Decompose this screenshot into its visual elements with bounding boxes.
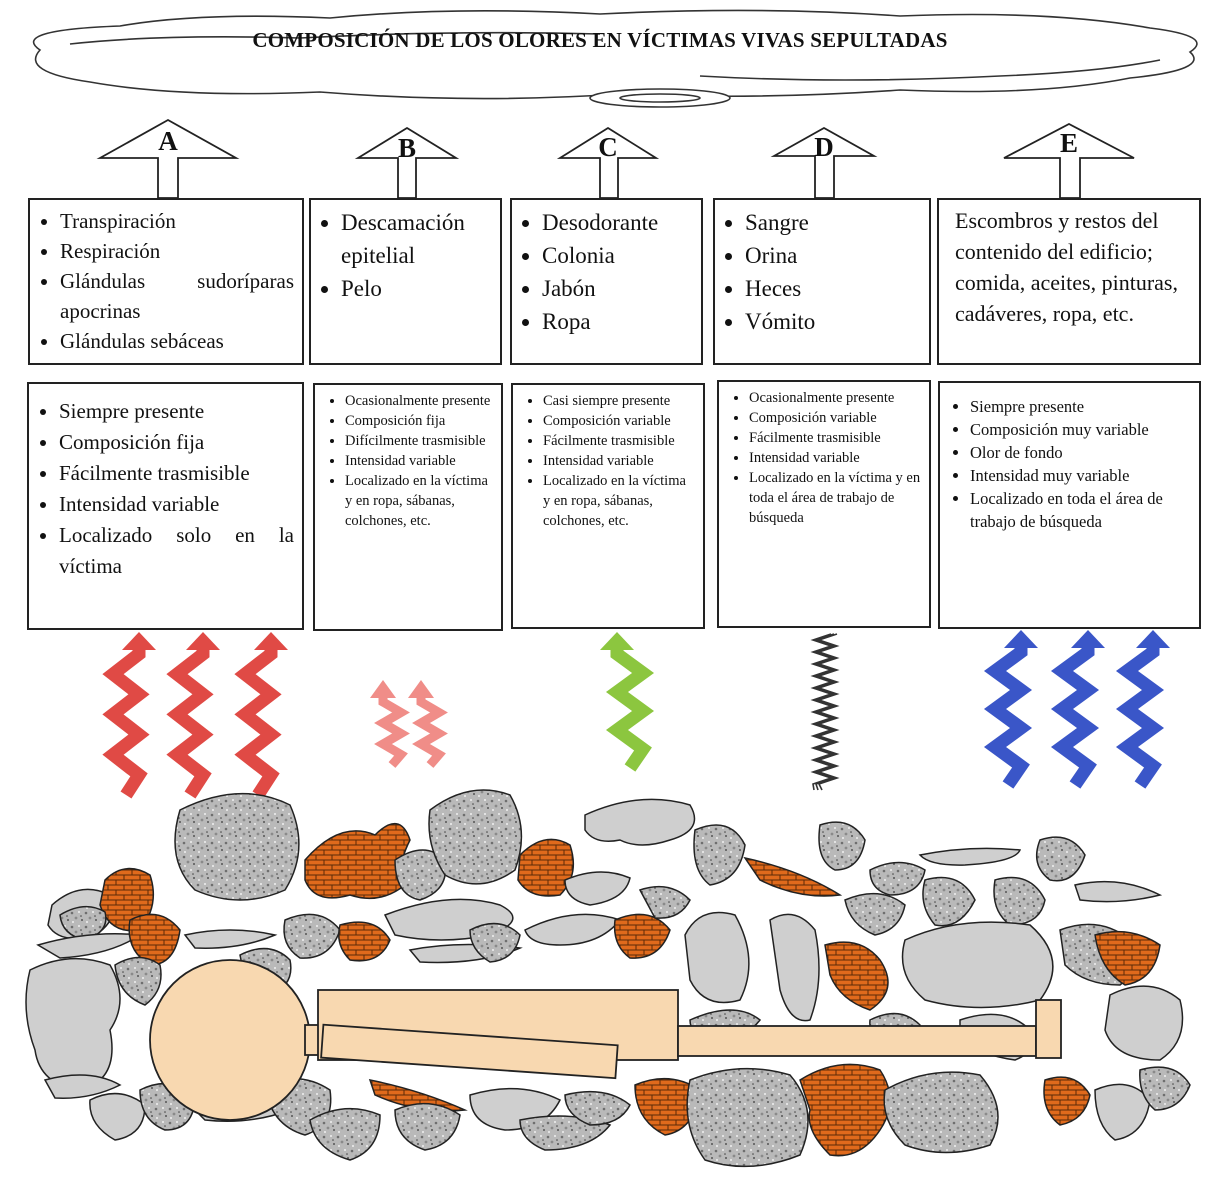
characteristic-item: Localizado solo en la víctima (59, 520, 294, 582)
characteristic-item: Siempre presente (970, 395, 1191, 418)
characteristic-item: Localizado en toda el área de trabajo de… (970, 487, 1191, 533)
component-item: Glándulas sudoríparas apocrinas (60, 266, 294, 326)
odor-arrow-e-2 (1050, 640, 1100, 789)
odor-arrow-d-2 (813, 633, 837, 791)
odor-arrowhead-b-2 (408, 680, 434, 698)
characteristic-item: Composición variable (543, 411, 695, 431)
characteristic-item: Olor de fondo (970, 441, 1191, 464)
component-item: Colonia (542, 239, 693, 272)
characteristic-item: Composición fija (59, 427, 294, 458)
characteristic-item: Localizado en la víctima y en ropa, sába… (345, 471, 493, 531)
component-item: Pelo (341, 272, 492, 305)
characteristics-box-a: Siempre presente Composición fija Fácilm… (27, 382, 304, 630)
component-item: Vómito (745, 305, 921, 338)
rubble-field (25, 789, 1191, 1168)
component-item: Sangre (745, 206, 921, 239)
characteristic-item: Intensidad variable (543, 451, 695, 471)
odor-arrow-a-2 (166, 642, 214, 799)
column-label-c: C (598, 132, 618, 162)
odor-arrowhead-b-1 (370, 680, 396, 698)
characteristic-item: Ocasionalmente presente (345, 391, 493, 411)
buried-victim (149, 959, 1062, 1121)
odor-arrowhead-e-2 (1071, 630, 1105, 648)
components-box-e: Escombros y restos del contenido del edi… (937, 198, 1201, 365)
column-label-d: D (814, 132, 834, 162)
characteristic-item: Intensidad muy variable (970, 464, 1191, 487)
characteristic-item: Difícilmente trasmisible (345, 431, 493, 451)
component-item: Orina (745, 239, 921, 272)
component-item: Desodorante (542, 206, 693, 239)
column-label-e: E (1059, 128, 1078, 158)
characteristic-item: Casi siempre presente (543, 391, 695, 411)
characteristic-item: Localizado en la víctima y en ropa, sába… (543, 471, 695, 531)
odor-arrow-e-1 (983, 640, 1033, 789)
component-item: Heces (745, 272, 921, 305)
odor-arrow-e-3 (1115, 640, 1165, 789)
component-item: Ropa (542, 305, 693, 338)
odor-arrowhead-a-2 (186, 632, 220, 650)
component-item: Jabón (542, 272, 693, 305)
characteristics-box-d: Ocasionalmente presente Composición vari… (717, 380, 931, 628)
components-box-c: Desodorante Colonia Jabón Ropa (510, 198, 703, 365)
odor-arrow-d-1 (810, 633, 834, 791)
component-item: Respiración (60, 236, 294, 266)
characteristic-item: Intensidad variable (345, 451, 493, 471)
components-text: Escombros y restos del contenido del edi… (955, 208, 1178, 326)
odor-arrow-d-3 (816, 633, 840, 791)
characteristic-item: Intensidad variable (749, 448, 921, 468)
characteristics-box-c: Casi siempre presente Composición variab… (511, 383, 705, 629)
component-item: Glándulas sebáceas (60, 326, 294, 356)
odor-arrow-b-2 (412, 690, 448, 768)
components-box-d: Sangre Orina Heces Vómito (713, 198, 931, 365)
characteristic-item: Intensidad variable (59, 489, 294, 520)
component-item: Transpiración (60, 206, 294, 236)
column-label-b: B (397, 133, 416, 163)
odor-arrow-b-1 (374, 690, 410, 768)
odor-arrowhead-c-1 (600, 632, 634, 650)
odor-arrowhead-a-3 (254, 632, 288, 650)
odor-arrow-c-1 (605, 642, 655, 772)
characteristic-item: Composición fija (345, 411, 493, 431)
components-box-b: Descamación epitelial Pelo (309, 198, 502, 365)
characteristic-item: Fácilmente trasmisible (59, 458, 294, 489)
odor-arrow-a-3 (234, 642, 282, 799)
odor-arrowhead-a-1 (122, 632, 156, 650)
upward-arrow-b (354, 126, 460, 199)
characteristic-item: Composición variable (749, 408, 921, 428)
characteristic-item: Composición muy variable (970, 418, 1191, 441)
upward-arrow-c (556, 126, 660, 199)
characteristics-box-b: Ocasionalmente presente Composición fija… (313, 383, 503, 631)
characteristic-item: Ocasionalmente presente (749, 388, 921, 408)
odor-arrowhead-e-1 (1004, 630, 1038, 648)
characteristic-item: Siempre presente (59, 396, 294, 427)
upward-arrow-d (770, 126, 878, 199)
characteristic-item: Fácilmente trasmisible (543, 431, 695, 451)
upward-arrow-a (96, 118, 240, 199)
diagram-title: COMPOSICIÓN DE LOS OLORES EN VÍCTIMAS VI… (252, 28, 948, 52)
components-box-a: Transpiración Respiración Glándulas sudo… (28, 198, 304, 365)
title-cloud (32, 9, 1198, 108)
characteristic-item: Localizado en la víctima y en toda el ár… (749, 468, 921, 528)
characteristic-item: Fácilmente trasmisible (749, 428, 921, 448)
odor-arrows (102, 630, 1170, 799)
odor-arrowhead-e-3 (1136, 630, 1170, 648)
column-label-a: A (158, 126, 178, 156)
component-item: Descamación epitelial (341, 206, 492, 272)
characteristics-box-e: Siempre presente Composición muy variabl… (938, 381, 1201, 629)
odor-arrow-a-1 (102, 642, 150, 799)
upward-arrow-e (1003, 122, 1135, 199)
